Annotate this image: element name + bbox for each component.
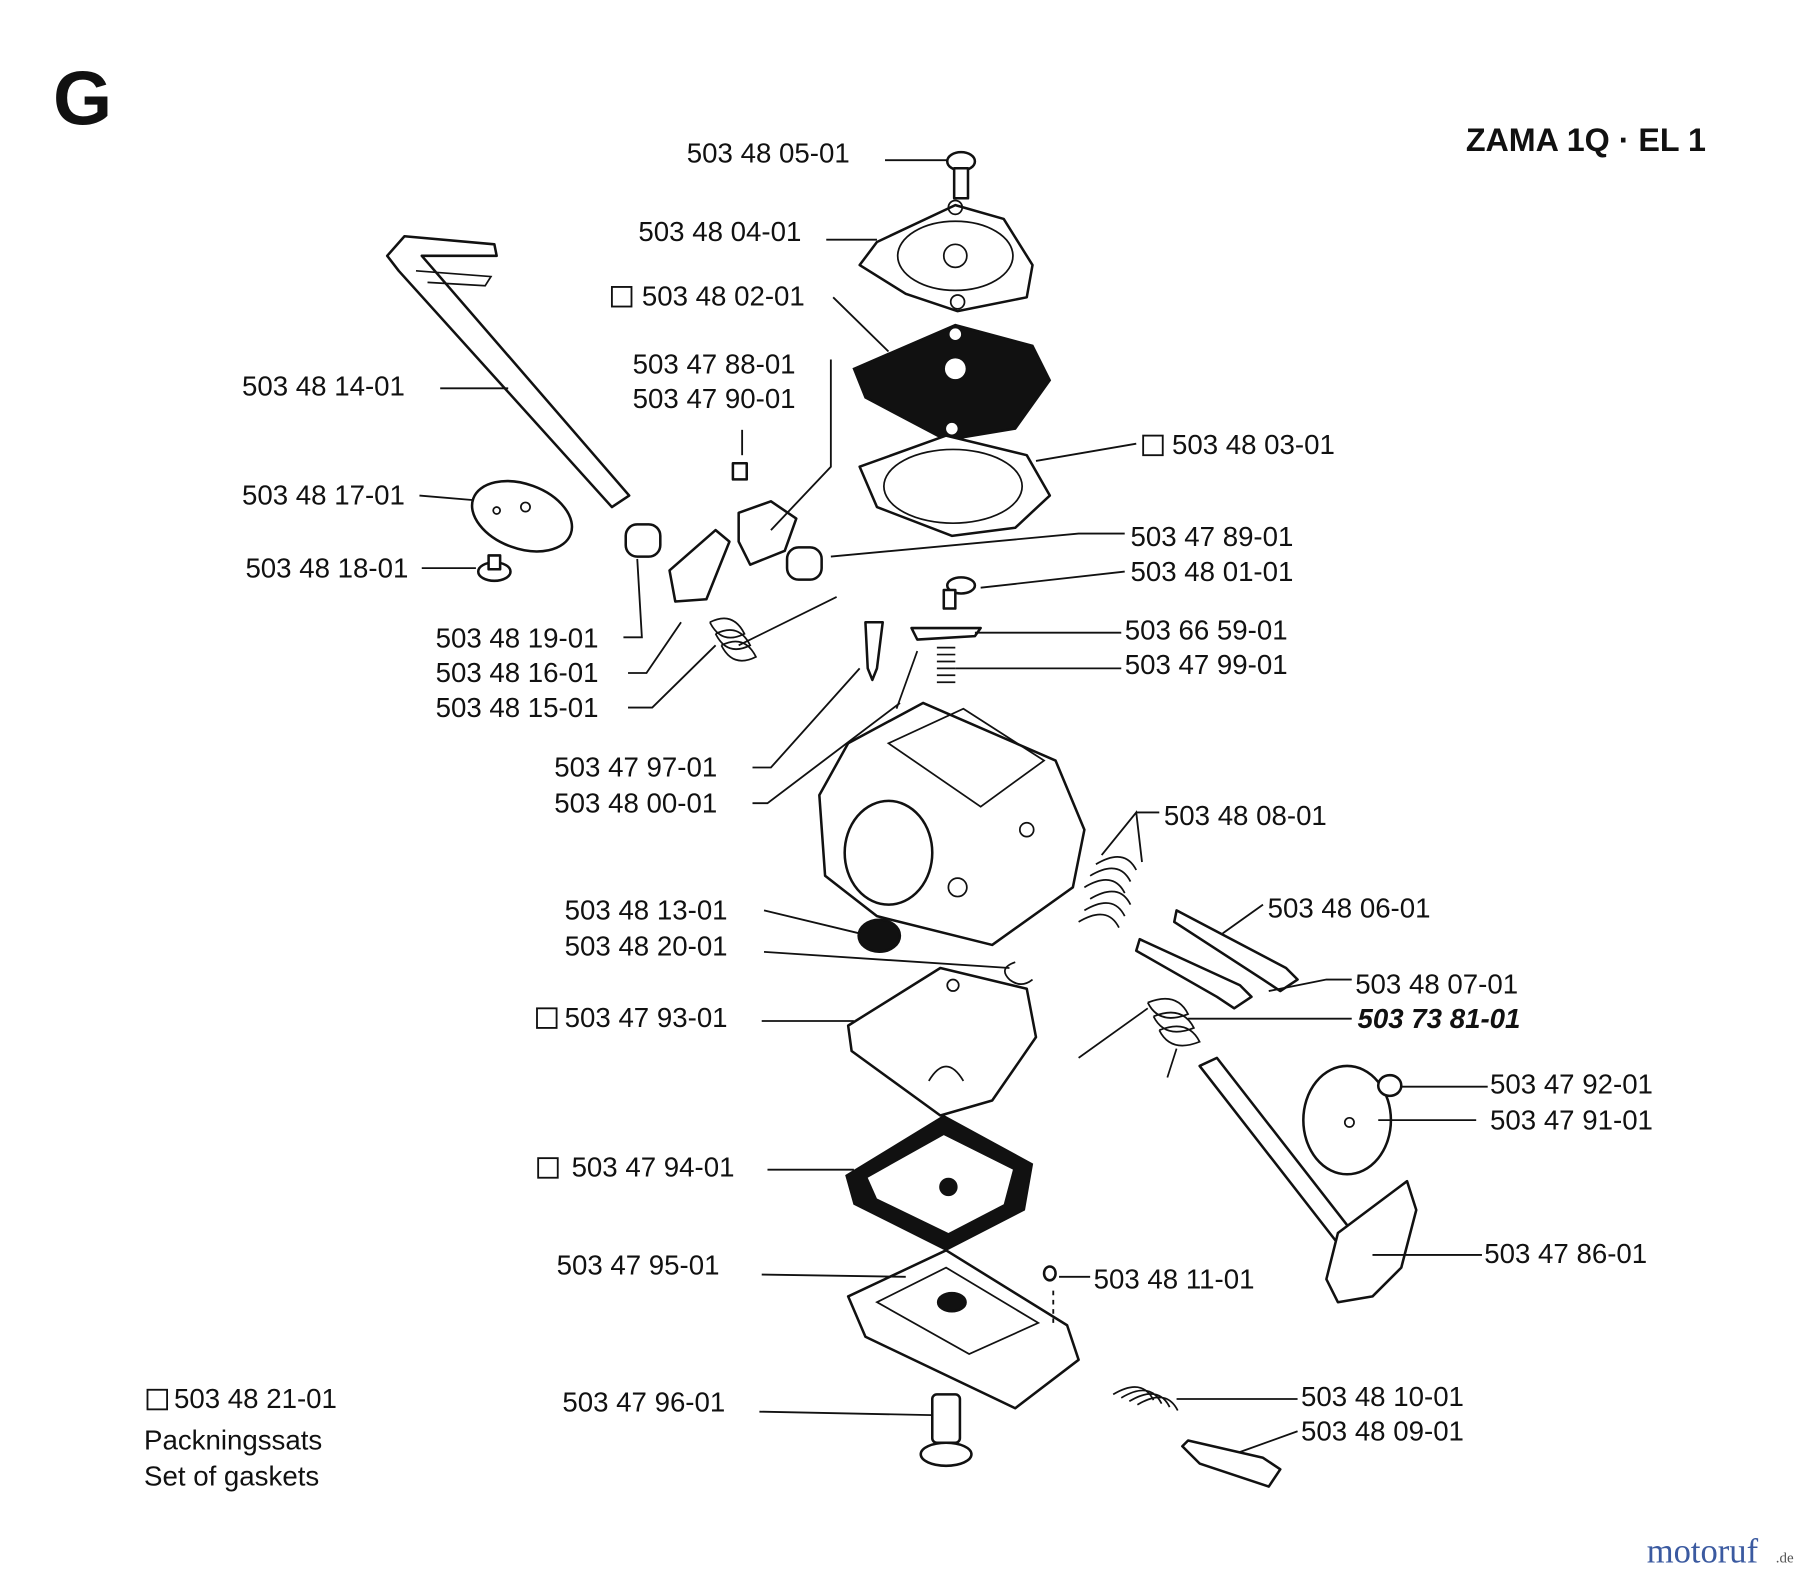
lever-part [668, 461, 798, 603]
gasket-set-marker [610, 286, 633, 308]
part-label[interactable]: 503 47 86-01 [1484, 1238, 1647, 1269]
part-label[interactable]: 503 48 03-01 [1172, 429, 1335, 460]
gasket-set-legend: 503 48 21-01 Packningssats Set of gasket… [144, 1383, 337, 1491]
metering-lever-part [910, 576, 982, 684]
idle-screw-part [1181, 1439, 1282, 1488]
part-label[interactable]: 503 48 02-01 [642, 280, 805, 311]
part-label[interactable]: 503 47 90-01 [633, 383, 796, 414]
adjusting-springs-part [1078, 856, 1138, 929]
idle-spring-part [1112, 1386, 1179, 1411]
part-label[interactable]: 503 48 14-01 [242, 370, 405, 401]
part-label[interactable]: 503 48 18-01 [245, 552, 408, 583]
pump-diaphragm-part [852, 323, 1052, 442]
screw-part [945, 150, 977, 200]
gasket-set-marker [1142, 434, 1164, 457]
part-label[interactable]: 503 48 01-01 [1130, 556, 1293, 587]
part-label[interactable]: 503 48 11-01 [1094, 1263, 1255, 1294]
return-spring-part [1078, 997, 1201, 1078]
part-label[interactable]: 503 48 04-01 [638, 216, 801, 247]
part-label[interactable]: 503 47 91-01 [1490, 1104, 1653, 1135]
metering-gasket-part [845, 1114, 1034, 1251]
gasket-set-label-en: Set of gaskets [144, 1460, 319, 1491]
filter-screen-part [857, 918, 1034, 985]
part-label[interactable]: 503 48 20-01 [565, 930, 728, 961]
choke-valve-disc-part [1302, 1064, 1403, 1176]
cover-screw-part [919, 1393, 973, 1468]
watermark-suffix: .de [1776, 1551, 1794, 1567]
metering-cover-part [846, 1249, 1080, 1410]
choke-shaft-part [1198, 1056, 1418, 1304]
pump-gasket-part [858, 434, 1052, 538]
part-label[interactable]: 503 48 07-01 [1355, 968, 1518, 999]
part-label[interactable]: 503 48 15-01 [436, 692, 599, 723]
part-label[interactable]: 503 48 06-01 [1268, 892, 1431, 923]
model-title: ZAMA 1Q · EL 1 [1466, 122, 1706, 158]
gasket-set-marker [537, 1157, 559, 1179]
part-label[interactable]: 503 48 13-01 [565, 895, 728, 926]
part-label[interactable]: 503 48 00-01 [554, 787, 717, 818]
page-letter: G [53, 56, 112, 141]
part-labels: 503 48 05-01 503 48 04-01 503 48 02-01 5… [242, 137, 1653, 1446]
gasket-set-marker [146, 1388, 169, 1411]
part-label-emphasized[interactable]: 503 73 81-01 [1357, 1003, 1520, 1034]
part-label[interactable]: 503 48 08-01 [1164, 800, 1327, 831]
part-label[interactable]: 503 47 89-01 [1130, 521, 1293, 552]
carburetor-body-part [818, 701, 1086, 947]
part-label[interactable]: 503 47 99-01 [1125, 649, 1288, 680]
part-label[interactable]: 503 48 09-01 [1301, 1415, 1464, 1446]
screw-18-part [476, 554, 512, 583]
part-label[interactable]: 503 47 93-01 [565, 1002, 728, 1033]
part-label[interactable]: 503 47 96-01 [562, 1387, 725, 1418]
part-label[interactable]: 503 47 95-01 [557, 1250, 720, 1281]
watermark-logo: motoruf .de [1647, 1533, 1794, 1571]
part-label[interactable]: 503 48 05-01 [687, 137, 850, 168]
torsion-spring-part [709, 596, 838, 662]
throttle-valve-disc-part [470, 479, 574, 553]
gasket-set-label-sv: Packningssats [144, 1425, 322, 1456]
part-label[interactable]: 503 47 97-01 [554, 752, 717, 783]
leader-lines [419, 159, 1488, 1453]
bushing-part [624, 523, 823, 581]
needle-valve-part [864, 621, 919, 710]
part-label[interactable]: 503 48 17-01 [242, 480, 405, 511]
part-label[interactable]: 503 47 88-01 [633, 348, 796, 379]
part-label[interactable]: 503 48 19-01 [436, 623, 599, 654]
gasket-set-number[interactable]: 503 48 21-01 [174, 1383, 337, 1414]
part-label[interactable]: 503 48 16-01 [436, 657, 599, 688]
part-label[interactable]: 503 47 92-01 [1490, 1069, 1653, 1100]
part-label[interactable]: 503 47 94-01 [572, 1152, 735, 1183]
gasket-set-marker [536, 1007, 558, 1029]
adjusting-needles-part [1134, 909, 1299, 1010]
part-label[interactable]: 503 48 10-01 [1301, 1381, 1464, 1412]
watermark-text: motoruf [1647, 1533, 1759, 1571]
part-label[interactable]: 503 66 59-01 [1125, 615, 1288, 646]
pump-cover-part [858, 199, 1034, 313]
metering-diaphragm-part [846, 966, 1038, 1117]
throttle-shaft-part [385, 234, 631, 509]
